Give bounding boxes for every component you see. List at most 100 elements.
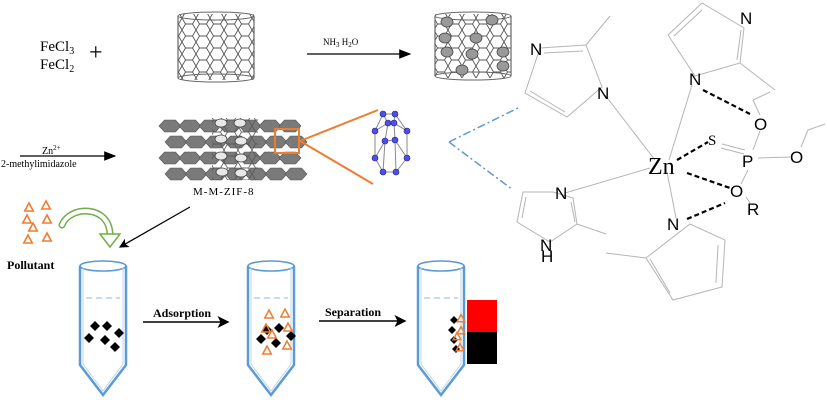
separation-label: Separation xyxy=(325,305,381,319)
magnet xyxy=(467,300,497,364)
adsorbent-particle xyxy=(450,316,458,324)
step1-arrow: NH3 H2O xyxy=(307,37,412,59)
pollutant-triangle xyxy=(23,201,35,212)
atom-n: N xyxy=(530,40,542,59)
pollutant-triangle xyxy=(261,344,273,355)
pollutant-triangle xyxy=(282,321,294,332)
tube-separation xyxy=(416,260,467,398)
atom-p: P xyxy=(742,152,753,171)
adsorbent-particle xyxy=(100,335,110,345)
tube-rim xyxy=(417,260,465,272)
product-label: M-M-ZIF-8 xyxy=(193,186,255,198)
pollutant-triangle xyxy=(21,213,33,224)
cage-node xyxy=(381,137,389,145)
tube-rim xyxy=(79,260,127,272)
cage-edge xyxy=(394,139,408,159)
atom-o: O xyxy=(790,148,803,167)
tube-inner xyxy=(420,268,462,392)
pollutant-triangle xyxy=(41,231,53,242)
atom-n: N xyxy=(667,215,679,234)
tube-rim xyxy=(247,260,295,272)
cage-node xyxy=(403,154,411,162)
pollutant-triangle xyxy=(455,312,467,323)
zif-crystal-hexagon xyxy=(264,167,288,181)
adsorbent-particle xyxy=(114,328,124,338)
cage-node xyxy=(392,168,400,176)
reactants: FeCl3 FeCl2 + xyxy=(40,39,103,75)
pollutant-label: Pollutant xyxy=(7,258,54,272)
adsorbent-particle xyxy=(102,321,112,331)
atom-s: S xyxy=(708,133,716,149)
magnetic-nanotube xyxy=(434,11,512,81)
zif-crystal-hexagon xyxy=(184,135,208,149)
adsorbent-particle xyxy=(271,338,281,348)
zif-crystal-hexagon xyxy=(164,135,188,149)
zif-crystal-hexagon xyxy=(284,167,308,181)
cage-edge xyxy=(394,113,408,132)
step2-reagent-top: Zn2+ xyxy=(42,144,61,157)
atom-o: O xyxy=(730,182,743,201)
zif8-cage xyxy=(371,110,411,176)
pollutant-triangle xyxy=(279,307,291,318)
pollutant-triangle xyxy=(41,213,53,224)
plus-sign: + xyxy=(89,40,103,66)
tube-body xyxy=(416,266,466,398)
zoom-box xyxy=(274,128,300,154)
coordination-dashes xyxy=(676,89,751,221)
green-arrow-head xyxy=(98,233,122,249)
tube-initial xyxy=(78,260,128,398)
zn-organophosphate-complex: N N N N N N H N S P O O O R Zn xyxy=(516,2,826,301)
adsorbent-particle xyxy=(286,331,296,341)
step2-arrow: Zn2+ 2-methylimidazole xyxy=(1,144,117,170)
pollutant-triangle xyxy=(263,308,275,319)
atom-n: N xyxy=(740,9,752,28)
fecl2-label: FeCl2 xyxy=(40,57,74,75)
molecular-bonds xyxy=(516,2,826,301)
tube-adsorption xyxy=(246,260,296,398)
zif-crystal-hexagon xyxy=(158,119,182,133)
pollutant-source: Pollutant xyxy=(7,199,122,272)
zif-crystal-hexagon xyxy=(284,135,308,149)
cage-node xyxy=(391,110,399,118)
pollutant-triangle xyxy=(22,233,34,244)
cage-node xyxy=(379,110,387,118)
cage-node xyxy=(390,119,398,127)
tube-inner xyxy=(82,268,124,392)
zoom-lines xyxy=(299,109,379,185)
separation-step: Separation xyxy=(319,305,407,327)
pollutant-triangle xyxy=(455,324,467,335)
atom-h: H xyxy=(541,247,553,266)
carbon-nanotube xyxy=(177,11,255,83)
add-adsorbent-arrow xyxy=(118,206,191,248)
atom-r: R xyxy=(747,200,759,219)
zif-crystal-hexagon xyxy=(178,151,202,165)
pollutant-triangle xyxy=(27,221,39,232)
zif-crystal-hexagon xyxy=(184,167,208,181)
zinc-center: Zn xyxy=(648,154,675,180)
adsorption-label: Adsorption xyxy=(153,306,211,320)
pollutant-triangle xyxy=(260,322,272,333)
zif-crystal-hexagon xyxy=(258,119,282,133)
fecl3-label: FeCl3 xyxy=(40,39,74,57)
step2-reagent-bottom: 2-methylimidazole xyxy=(1,159,77,170)
pollutant-triangle xyxy=(454,341,466,352)
cage-edge xyxy=(382,140,386,173)
zif-crystal-hexagon xyxy=(164,167,188,181)
adsorbent-particle xyxy=(110,342,120,352)
pollutant-triangle xyxy=(451,330,463,341)
cage-node xyxy=(371,154,379,162)
cage-node xyxy=(371,127,379,135)
cage-node xyxy=(379,168,387,176)
magnet-south-pole xyxy=(467,332,497,364)
cage-node xyxy=(391,136,399,144)
atom-n: N xyxy=(689,70,701,89)
adsorbent-particle xyxy=(274,323,284,333)
atom-n: N xyxy=(555,184,567,203)
fe3o4-particles xyxy=(438,14,510,76)
atom-n: N xyxy=(540,236,552,255)
adsorbent-particle xyxy=(256,334,266,344)
adsorbent-particle xyxy=(84,333,94,343)
m-m-zif8-composite: M-M-ZIF-8 xyxy=(158,118,308,198)
tube-body xyxy=(78,266,128,398)
